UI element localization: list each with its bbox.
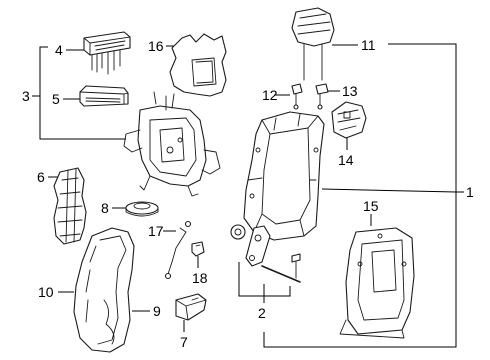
leader-2b [264, 286, 291, 297]
callout-10: 10 [38, 284, 54, 300]
callout-13: 13 [342, 83, 358, 99]
part-2-recliner-hardware [230, 224, 301, 283]
callout-17: 17 [148, 223, 164, 239]
leader-1-bracket [263, 43, 457, 348]
callout-12: 12 [262, 87, 278, 103]
callout-18: 18 [192, 270, 208, 286]
part-4-control-module [83, 31, 131, 75]
callout-8: 8 [101, 200, 109, 216]
part-10-seat-cushion [73, 227, 135, 353]
callout-3: 3 [22, 88, 30, 104]
callout-11: 11 [361, 37, 376, 53]
leader-lines [32, 43, 464, 348]
part-8-sensor [125, 201, 159, 217]
part-15-back-panel [339, 227, 415, 339]
part-14-bracket [331, 101, 367, 139]
part-17-release-cable [164, 220, 192, 280]
callout-5: 5 [52, 91, 60, 107]
callout-2: 2 [258, 305, 266, 321]
callout-6: 6 [37, 169, 45, 185]
part-11-headrest [291, 7, 335, 81]
part-6-seat-mat [53, 167, 87, 245]
leader-3-bracket [39, 46, 126, 140]
part-5-control-module [79, 85, 129, 107]
part-3-harness-assembly [123, 91, 221, 197]
part-13-guide [315, 83, 329, 110]
leader-2a [238, 262, 265, 303]
part-16-backrest-pad [169, 33, 227, 97]
callout-16: 16 [148, 38, 164, 54]
part-7-switch [175, 293, 207, 321]
callout-9: 9 [153, 303, 161, 319]
callout-7: 7 [180, 334, 188, 350]
callout-4: 4 [55, 42, 63, 58]
part-1-backrest-frame [243, 111, 325, 241]
leader-1-frame [321, 188, 457, 193]
part-18-clip [191, 241, 205, 257]
part-12-guide [291, 83, 303, 110]
callout-14: 14 [338, 152, 354, 168]
callout-1: 1 [466, 184, 474, 200]
callout-15: 15 [363, 198, 379, 214]
